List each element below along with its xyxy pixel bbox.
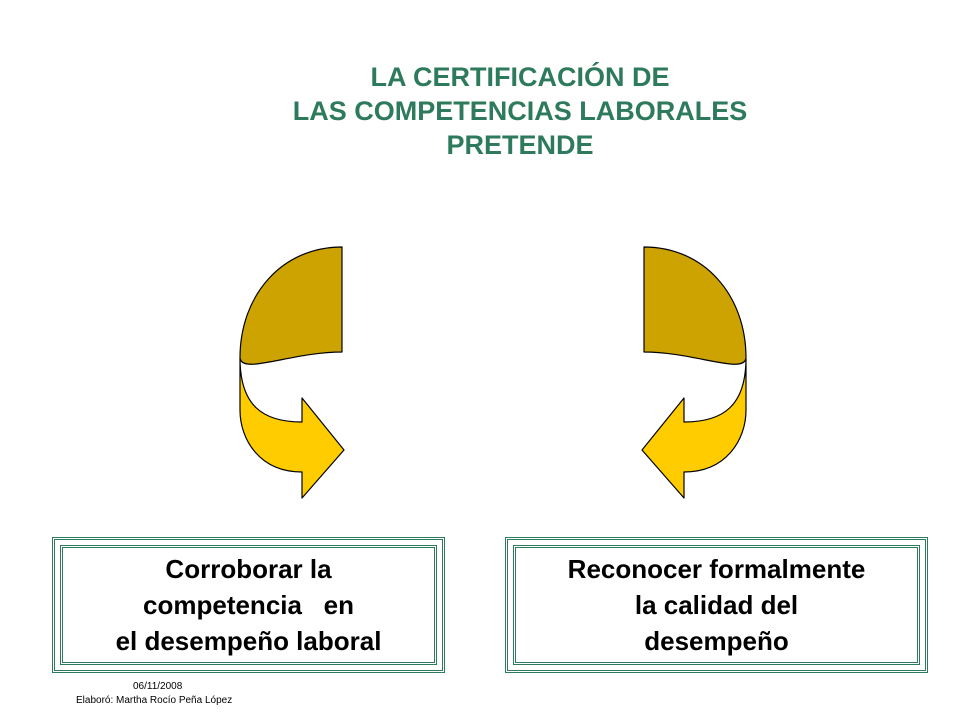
curved-arrow-right-icon xyxy=(641,246,747,499)
diagram-title: LA CERTIFICACIÓN DE LAS COMPETENCIAS LAB… xyxy=(230,60,810,162)
box-reconocer-line-2: la calidad del xyxy=(634,590,799,620)
box-corroborar-line-3: el desempeño laboral xyxy=(115,626,382,656)
curved-arrow-left-icon xyxy=(239,246,345,499)
title-line-3: PRETENDE xyxy=(446,130,594,160)
footer: 06/11/2008 Elaboró: Martha Rocío Peña Ló… xyxy=(76,680,232,708)
box-corroborar-line-1: Corroborar la xyxy=(165,554,332,584)
footer-author: Elaboró: Martha Rocío Peña López xyxy=(76,695,233,706)
box-reconocer-line-1: Reconocer formalmente xyxy=(567,554,866,584)
box-reconocer: Reconocer formalmente la calidad del des… xyxy=(505,537,928,673)
arrow-left-upper xyxy=(239,246,343,365)
box-corroborar-line-2: competencia en xyxy=(143,590,354,620)
box-reconocer-text: Reconocer formalmente la calidad del des… xyxy=(513,545,920,665)
box-corroborar: Corroborar la competencia en el desempeñ… xyxy=(52,537,445,673)
footer-date: 06/11/2008 xyxy=(133,681,183,692)
arrow-right-lower xyxy=(641,357,747,499)
title-line-2: LAS COMPETENCIAS LABORALES xyxy=(292,96,748,126)
arrow-left-lower xyxy=(239,357,345,499)
arrow-right-upper xyxy=(643,246,747,365)
box-reconocer-line-3: desempeño xyxy=(644,626,789,656)
box-corroborar-text: Corroborar la competencia en el desempeñ… xyxy=(60,545,437,665)
title-line-1: LA CERTIFICACIÓN DE xyxy=(370,62,670,92)
